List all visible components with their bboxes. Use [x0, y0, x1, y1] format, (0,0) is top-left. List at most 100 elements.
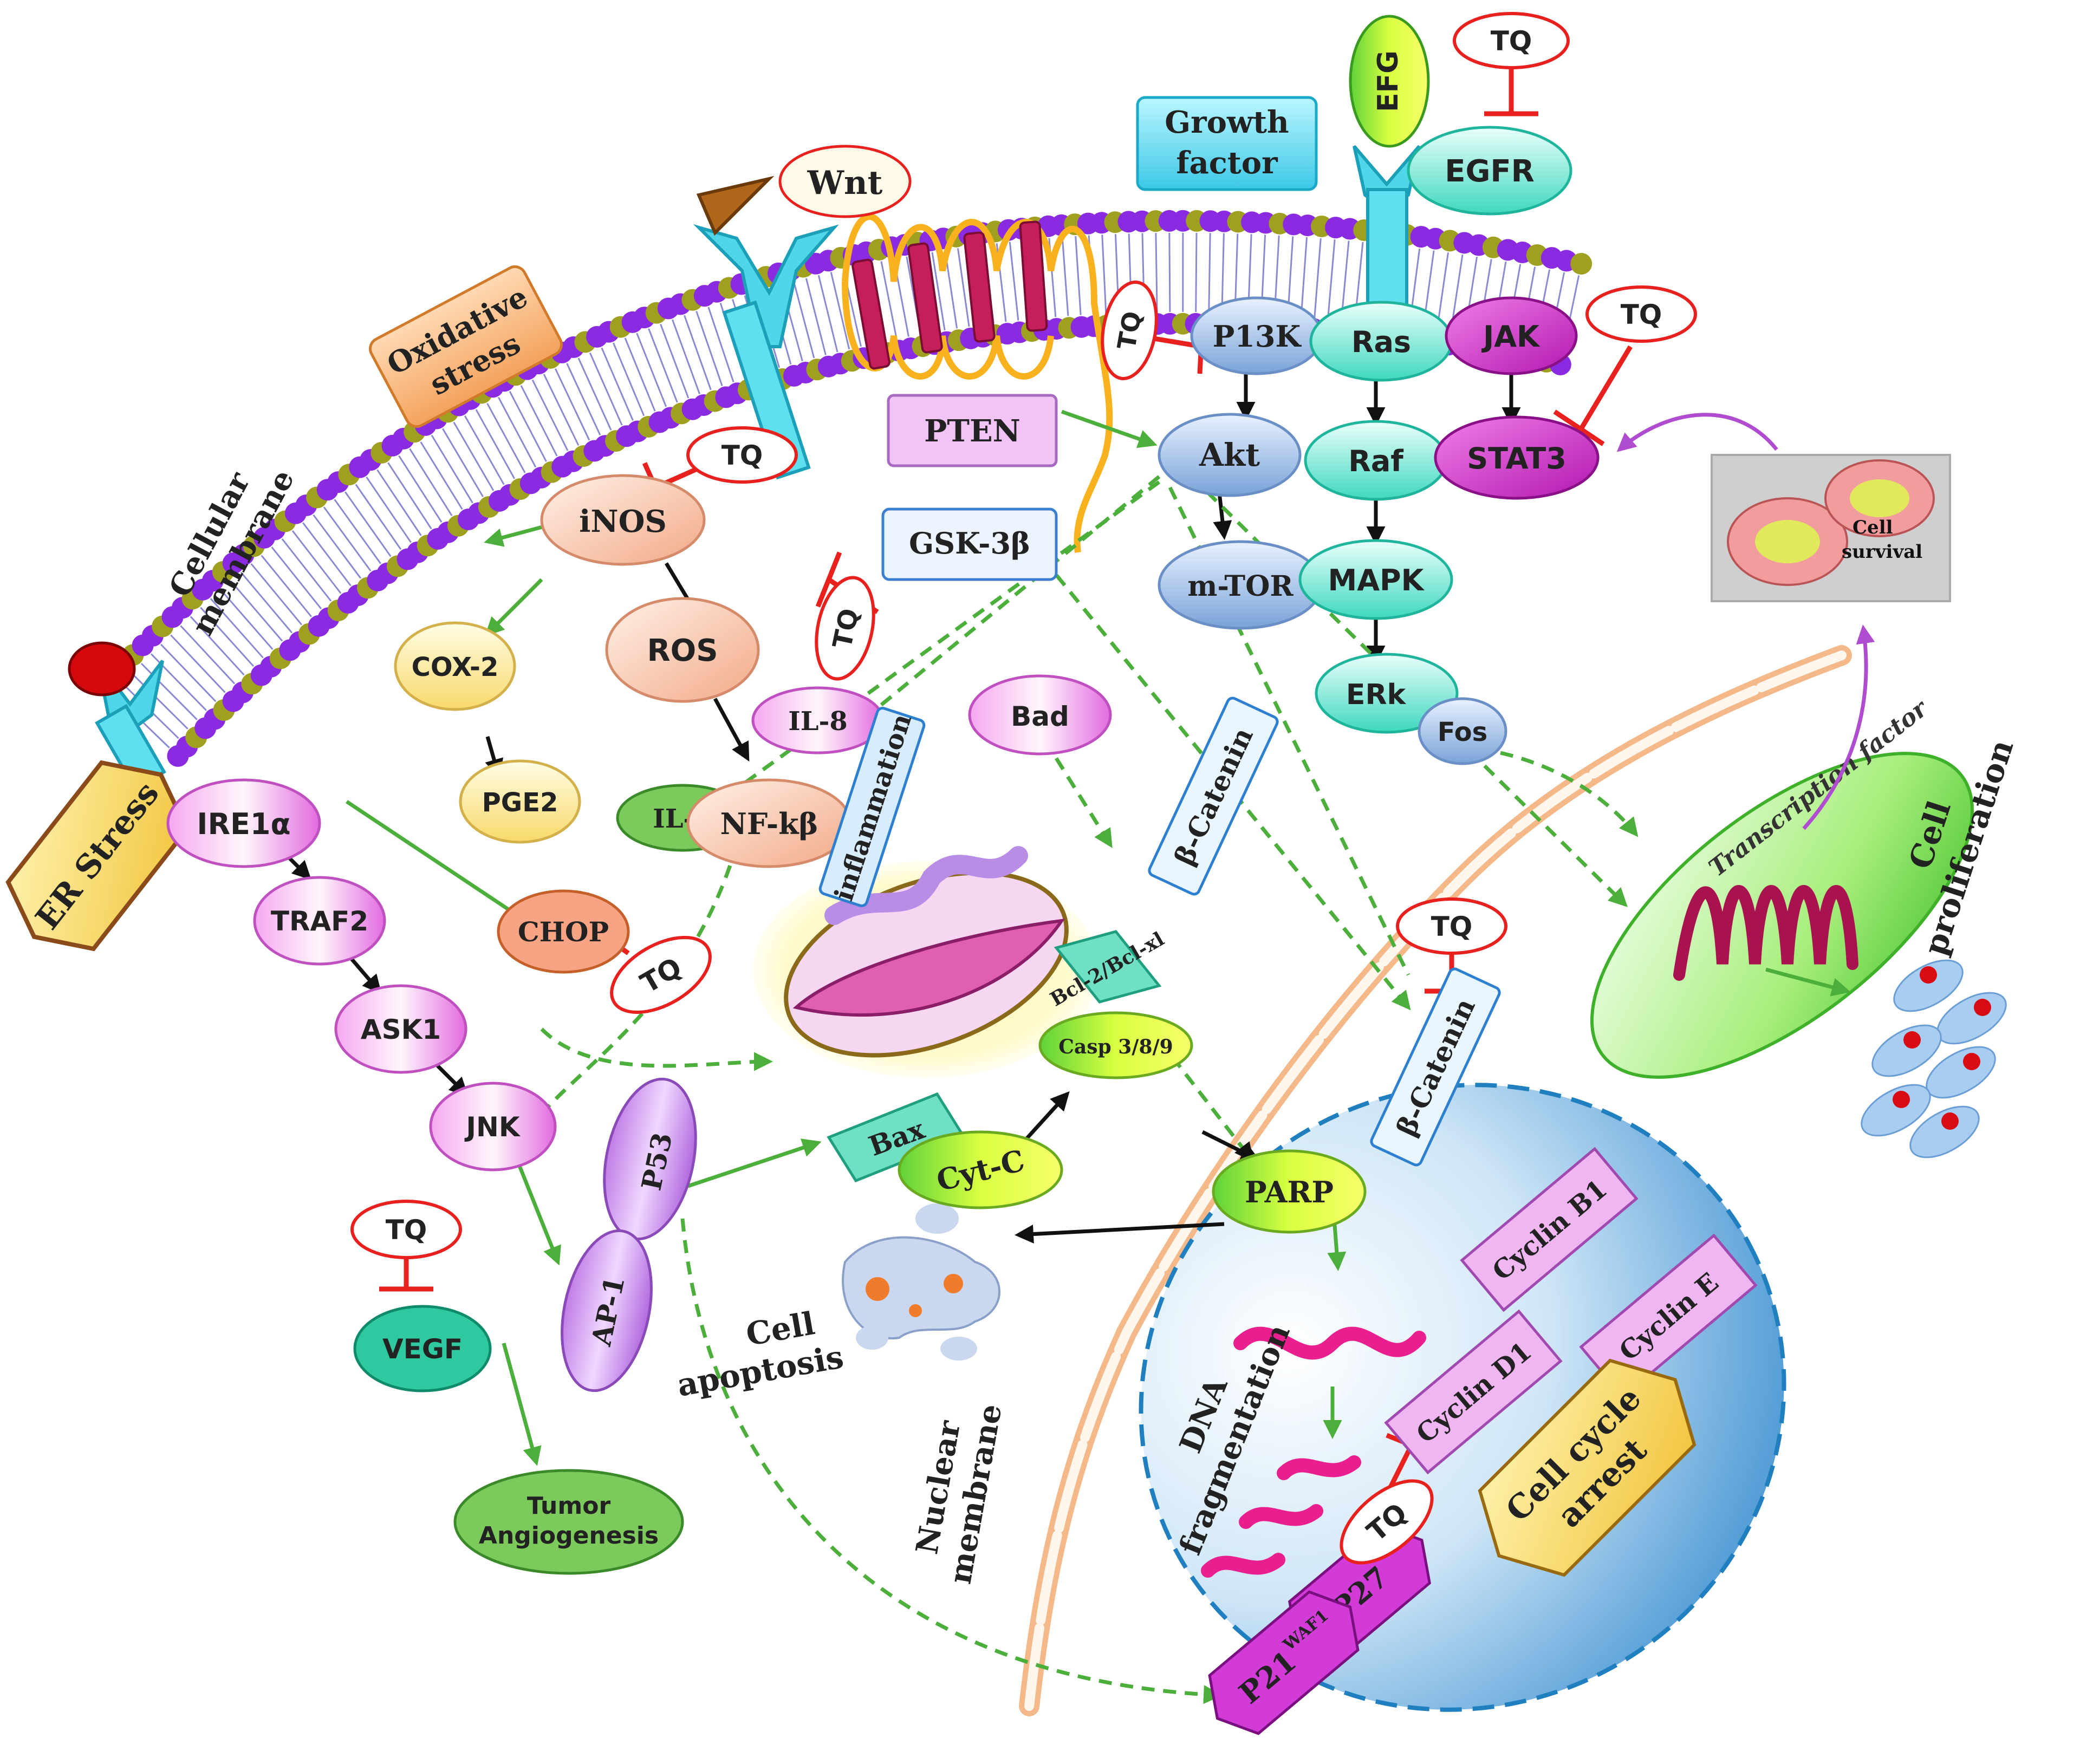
p53-node: P53	[603, 1077, 697, 1241]
tq-marker-vegf: TQ	[350, 1200, 462, 1259]
efg-node: EFG	[1349, 15, 1430, 148]
frizzled-receptor	[842, 213, 1113, 553]
ire1a-label: IRE1α	[197, 807, 290, 841]
lipid-tail	[230, 580, 283, 642]
stat3-node: STAT3	[1434, 415, 1600, 500]
mtor-node: m-TOR	[1158, 540, 1323, 630]
lipid-tail	[957, 248, 970, 327]
mapk-label: MAPK	[1328, 563, 1425, 597]
inos-node: iNOS	[540, 474, 706, 566]
ras-label: Ras	[1351, 325, 1411, 359]
lipid-tail	[281, 538, 332, 602]
svg-text:TQ: TQ	[386, 1214, 427, 1246]
lipid-tail	[1155, 233, 1158, 313]
lipid-tail	[240, 571, 293, 634]
lipid-tail	[131, 672, 188, 730]
cell-survival-label-1: Cell	[1852, 517, 1893, 538]
lipid-tail	[531, 379, 569, 451]
tq-marker-gsk3b: TQ	[815, 576, 875, 681]
cox2-node: COX-2	[394, 621, 516, 711]
pten-label: PTEN	[924, 413, 1020, 449]
nuclear-membrane-label: Nuclear membrane	[909, 1402, 1009, 1587]
vegf-label: VEGF	[382, 1333, 463, 1365]
lipid-tail	[1168, 232, 1171, 312]
svg-text:TQ: TQ	[1621, 299, 1662, 330]
ras-node: Ras	[1309, 301, 1453, 382]
lipid-tail	[660, 323, 690, 399]
lipid-tail	[453, 421, 495, 491]
traf2-label: TRAF2	[271, 906, 368, 937]
lipid-tail	[1341, 240, 1350, 320]
lipid-tail	[220, 589, 274, 650]
cox2-label: COX-2	[412, 652, 499, 682]
jak-node: JAK	[1445, 296, 1578, 375]
svg-text:TQ: TQ	[1431, 911, 1473, 942]
oxidative-stress-box: Oxidative stress	[369, 265, 563, 428]
ros-label: ROS	[647, 633, 718, 668]
egfr-node: EGFR	[1407, 126, 1572, 216]
stat3-label: STAT3	[1467, 441, 1566, 476]
dna-fragments	[1201, 1326, 1426, 1578]
lipid-tail	[520, 385, 558, 457]
lipid-tail	[1221, 233, 1225, 313]
lipid-tail	[180, 625, 236, 685]
lipid-tail	[420, 441, 463, 510]
pi3k-label: P13K	[1213, 319, 1302, 354]
ask1-label: ASK1	[361, 1014, 441, 1045]
lipid-tail	[931, 252, 946, 331]
lipid-tail	[696, 311, 723, 387]
lipid-tail	[566, 363, 601, 435]
lipid-tail	[805, 278, 827, 355]
lipid-tail	[707, 307, 734, 382]
lipid-tail	[334, 499, 381, 564]
lipid-tail	[431, 434, 473, 504]
lipid-tail	[1195, 232, 1198, 312]
jnk-node: JNK	[429, 1082, 557, 1171]
lipid-tail	[624, 337, 656, 412]
chop-label: CHOP	[518, 916, 609, 948]
vegf-node: VEGF	[353, 1305, 492, 1392]
lipid-tail	[323, 506, 372, 571]
lipid-tail	[210, 598, 264, 659]
cell-survival-label-2: survival	[1842, 541, 1922, 563]
raf-node: Raf	[1304, 420, 1448, 501]
tq-marker-cyclin-d1: TQ	[1340, 1479, 1434, 1565]
lipid-tail	[817, 275, 838, 353]
lipid-tail	[636, 333, 667, 407]
parp-label: PARP	[1245, 1175, 1334, 1209]
lipid-tail	[170, 634, 226, 693]
efg-label: EFG	[1372, 50, 1405, 112]
lipid-tail	[612, 342, 645, 416]
proliferating-cells	[1861, 959, 2007, 1158]
lipid-tail	[398, 455, 443, 523]
lipid-tail	[271, 546, 322, 610]
pge2-label: PGE2	[482, 787, 558, 818]
mtor-label: m-TOR	[1187, 570, 1294, 603]
bad-node: Bad	[968, 674, 1112, 756]
tumor-label-1: Tumor	[527, 1492, 611, 1520]
svg-text:TQ: TQ	[1491, 25, 1532, 57]
mapk-node: MAPK	[1298, 539, 1453, 620]
lipid-tail	[442, 428, 484, 497]
lipid-tail	[140, 662, 198, 720]
casp-label: Casp 3/8/9	[1058, 1036, 1173, 1058]
lipid-tail	[1061, 237, 1069, 316]
lipid-tail	[648, 328, 678, 403]
lipid-tail	[250, 563, 303, 626]
gsk3b-box: GSK-3β	[881, 507, 1058, 581]
apoptotic-cell	[842, 1203, 1000, 1361]
lipid-tail	[509, 390, 547, 462]
wnt-receptor	[693, 175, 839, 480]
lipid-tail	[1300, 237, 1308, 316]
er-stress-box: ER Stress	[5, 760, 190, 952]
egfr-label: EGFR	[1445, 154, 1535, 189]
lipid-tail	[261, 555, 313, 617]
fos-label: Fos	[1438, 717, 1487, 747]
gsk3b-label: GSK-3β	[909, 526, 1030, 561]
lipid-tail	[1208, 233, 1211, 313]
svg-text:TQ: TQ	[722, 440, 763, 471]
lipid-tail	[672, 319, 700, 394]
lipid-tail	[366, 476, 412, 543]
ap1-node: AP-1	[561, 1229, 653, 1392]
